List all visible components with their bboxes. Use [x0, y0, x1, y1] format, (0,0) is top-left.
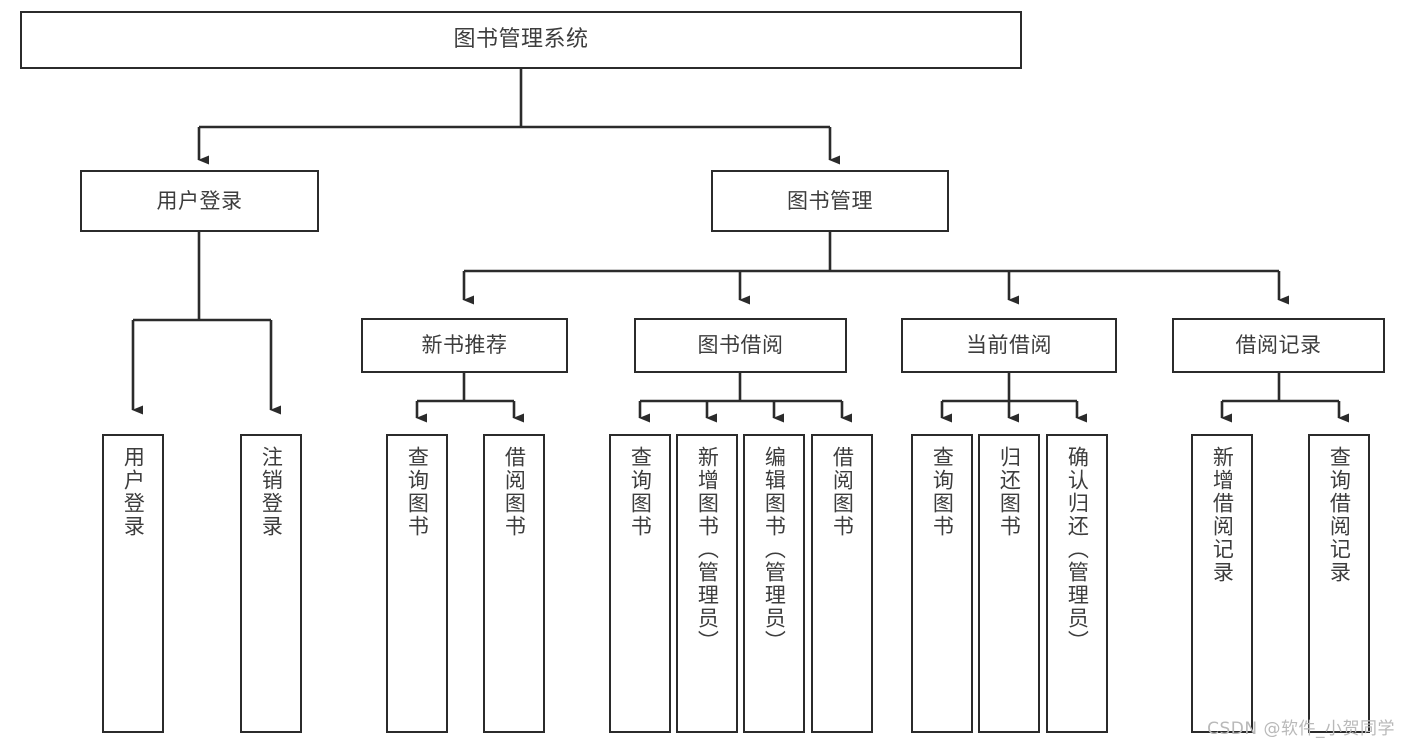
csdn-watermark: CSDN @软件_小贺同学 [1207, 719, 1395, 739]
node-book-borrow[interactable]: 图书借阅 [634, 318, 847, 373]
node-leaf-edit-book[interactable]: 编辑图书（管理员） [743, 434, 805, 733]
node-leaf-borrow-book-1-label: 借阅图书 [502, 446, 527, 538]
node-user-login-label: 用户登录 [156, 188, 243, 213]
node-leaf-borrow-book-2-label: 借阅图书 [830, 446, 855, 538]
node-leaf-query-book-1[interactable]: 查询图书 [386, 434, 448, 733]
node-leaf-borrow-book-1[interactable]: 借阅图书 [483, 434, 545, 733]
node-leaf-borrow-book-2[interactable]: 借阅图书 [811, 434, 873, 733]
node-leaf-user-login[interactable]: 用户登录 [102, 434, 164, 733]
node-borrow-record-label: 借阅记录 [1235, 333, 1322, 358]
node-leaf-add-record[interactable]: 新增借阅记录 [1191, 434, 1253, 733]
node-current-borrow[interactable]: 当前借阅 [901, 318, 1117, 373]
node-user-login[interactable]: 用户登录 [80, 170, 319, 232]
node-leaf-confirm-return[interactable]: 确认归还（管理员） [1046, 434, 1108, 733]
node-book-management-label: 图书管理 [787, 188, 873, 213]
node-leaf-query-record-label: 查询借阅记录 [1327, 446, 1352, 584]
node-leaf-query-book-1-label: 查询图书 [405, 446, 430, 538]
node-leaf-add-book[interactable]: 新增图书（管理员） [676, 434, 738, 733]
node-root-book-management-system[interactable]: 图书管理系统 [20, 11, 1022, 69]
node-leaf-user-login-label: 用户登录 [121, 446, 146, 538]
node-leaf-logout-login[interactable]: 注销登录 [240, 434, 302, 733]
node-new-book-recommend[interactable]: 新书推荐 [361, 318, 568, 373]
node-borrow-record[interactable]: 借阅记录 [1172, 318, 1385, 373]
node-leaf-add-record-label: 新增借阅记录 [1210, 446, 1235, 584]
node-leaf-query-book-2-label: 查询图书 [628, 446, 653, 538]
node-leaf-add-book-label: 新增图书（管理员） [695, 446, 720, 653]
node-leaf-query-book-2[interactable]: 查询图书 [609, 434, 671, 733]
node-leaf-return-book-label: 归还图书 [997, 446, 1022, 538]
node-leaf-query-book-3-label: 查询图书 [930, 446, 955, 538]
node-book-borrow-label: 图书借阅 [697, 333, 784, 358]
node-root-label: 图书管理系统 [453, 27, 589, 53]
node-leaf-query-record[interactable]: 查询借阅记录 [1308, 434, 1370, 733]
node-leaf-query-book-3[interactable]: 查询图书 [911, 434, 973, 733]
node-leaf-logout-login-label: 注销登录 [259, 446, 284, 538]
node-new-book-recommend-label: 新书推荐 [421, 333, 508, 358]
node-leaf-edit-book-label: 编辑图书（管理员） [762, 446, 787, 653]
node-current-borrow-label: 当前借阅 [966, 333, 1052, 358]
node-leaf-return-book[interactable]: 归还图书 [978, 434, 1040, 733]
node-book-management[interactable]: 图书管理 [711, 170, 949, 232]
node-leaf-confirm-return-label: 确认归还（管理员） [1065, 446, 1090, 653]
